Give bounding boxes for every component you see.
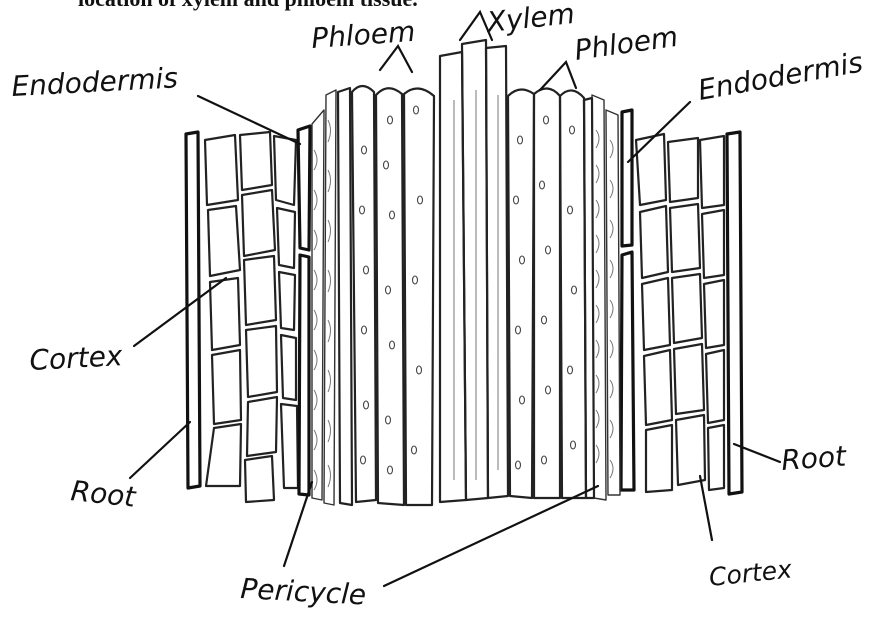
phloem-tissue-right (508, 88, 594, 498)
cortex-cells-right (636, 134, 724, 492)
leader-cortex-right (700, 476, 712, 540)
leader-root-left (130, 422, 190, 478)
label-root-left: Root (69, 474, 138, 514)
phloem-tissue-left (338, 86, 434, 505)
endodermis-left (298, 126, 310, 495)
leader-pericycle-right (384, 486, 598, 586)
root-wall-left (186, 132, 200, 488)
label-cortex-left: Cortex (29, 339, 124, 377)
caption-text: location of xylem and phloem tissue. (78, 0, 418, 11)
cortex-cells-left (205, 132, 298, 502)
label-phloem-right: Phloem (572, 20, 680, 67)
leader-phloem-right (540, 62, 576, 90)
label-root-right: Root (780, 439, 848, 477)
label-endodermis-left: Endodermis (11, 61, 179, 103)
endodermis-right (621, 110, 634, 490)
label-xylem: Xylem (483, 0, 576, 39)
xylem-tissue (440, 40, 508, 502)
label-endodermis-right: Endodermis (695, 45, 865, 106)
leader-endodermis-right (628, 102, 690, 162)
leader-endodermis-left (198, 96, 300, 144)
root-wall-right (727, 132, 742, 494)
label-pericycle: Pericycle (240, 572, 367, 612)
pericycle-left (312, 90, 336, 505)
pericycle-right (592, 95, 620, 500)
label-cortex-right: Cortex (708, 554, 794, 592)
